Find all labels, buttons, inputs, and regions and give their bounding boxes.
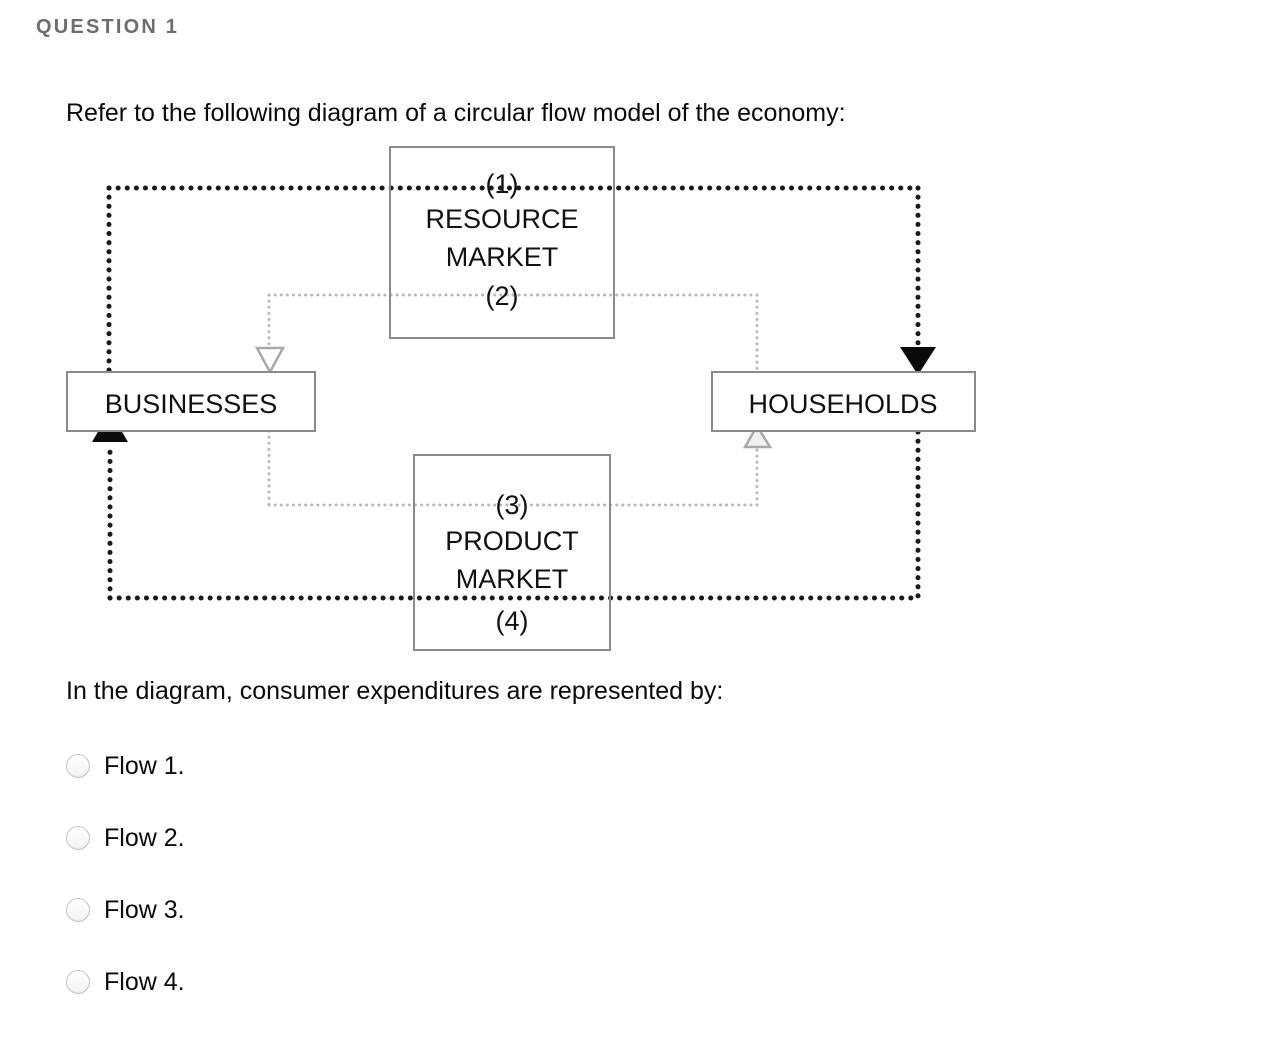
option-row-flow-4[interactable]: Flow 4.	[66, 946, 666, 1018]
option-label-flow-3: Flow 3.	[104, 896, 185, 924]
question-prompt-bottom: In the diagram, consumer expenditures ar…	[66, 677, 724, 705]
resource-market-rect	[389, 146, 615, 339]
product-market-box: (3) PRODUCT MARKET (4)	[413, 454, 611, 651]
product-market-label-line1: PRODUCT	[445, 526, 579, 556]
option-row-flow-3[interactable]: Flow 3.	[66, 874, 666, 946]
businesses-label: BUSINESSES	[105, 389, 278, 419]
circular-flow-diagram: (1) RESOURCE MARKET (2) BUSINESSES HOUSE…	[0, 135, 1030, 665]
businesses-box: BUSINESSES	[66, 371, 316, 432]
option-label-flow-4: Flow 4.	[104, 968, 185, 996]
flow-1-arrowhead	[900, 347, 936, 375]
resource-market-label-line1: RESOURCE	[425, 204, 578, 234]
flow-2-label: (2)	[486, 281, 519, 311]
flow-4-label: (4)	[496, 606, 529, 636]
product-market-rect	[413, 454, 611, 651]
radio-button-flow-2[interactable]	[66, 826, 90, 850]
flow-1-path	[106, 185, 936, 376]
resource-market-box: (1) RESOURCE MARKET (2)	[389, 146, 615, 339]
flow-2-arrowhead	[254, 346, 286, 375]
page-title: QUESTION 1	[36, 16, 180, 38]
flow-1-label: (1)	[486, 169, 519, 199]
option-label-flow-1: Flow 1.	[104, 752, 185, 780]
radio-button-flow-3[interactable]	[66, 898, 90, 922]
option-row-flow-1[interactable]: Flow 1.	[66, 730, 666, 802]
radio-button-flow-1[interactable]	[66, 754, 90, 778]
flow-2-path	[254, 293, 759, 375]
option-label-flow-2: Flow 2.	[104, 824, 185, 852]
flow-3-arrowhead	[742, 423, 773, 449]
flow-3-label: (3)	[496, 490, 529, 520]
question-prompt-top: Refer to the following diagram of a circ…	[66, 99, 846, 127]
flow-3-path	[267, 423, 773, 507]
households-rect	[711, 371, 976, 432]
resource-market-label-line2: MARKET	[446, 242, 559, 272]
households-box: HOUSEHOLDS	[711, 371, 976, 432]
radio-button-flow-4[interactable]	[66, 970, 90, 994]
households-label: HOUSEHOLDS	[748, 389, 937, 419]
product-market-label-line2: MARKET	[456, 564, 569, 594]
answer-options-list: Flow 1. Flow 2. Flow 3. Flow 4.	[66, 730, 666, 1018]
circular-flow-svg: (1) RESOURCE MARKET (2) BUSINESSES HOUSE…	[66, 146, 976, 651]
businesses-rect	[66, 371, 316, 432]
option-row-flow-2[interactable]: Flow 2.	[66, 802, 666, 874]
